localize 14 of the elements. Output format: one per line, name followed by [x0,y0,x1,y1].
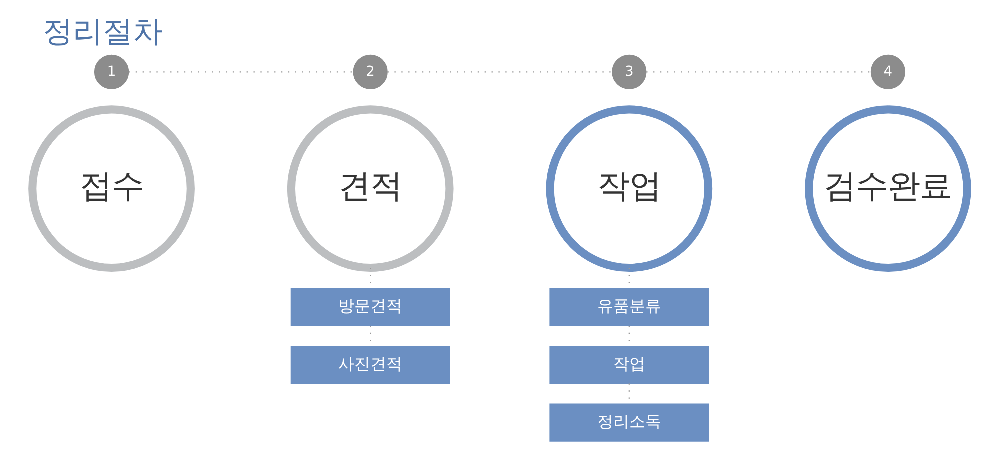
node-box: 사진견적 [290,346,450,384]
node-circle: 검수완료 [805,106,972,272]
node-circle: 2 [353,54,388,90]
node-circle: 견적 [287,106,454,272]
node-circle: 4 [870,54,906,90]
node-box: 정리소독 [550,404,710,442]
node-circle: 작업 [546,106,713,272]
node-circle: 접수 [28,106,195,272]
node-circle: 1 [94,54,130,90]
node-box: 유품분류 [550,288,710,326]
node-circle: 3 [612,54,647,90]
diagram-title: 정리절차 [43,14,164,50]
node-box: 방문견적 [290,288,450,326]
node-box: 작업 [550,346,710,384]
